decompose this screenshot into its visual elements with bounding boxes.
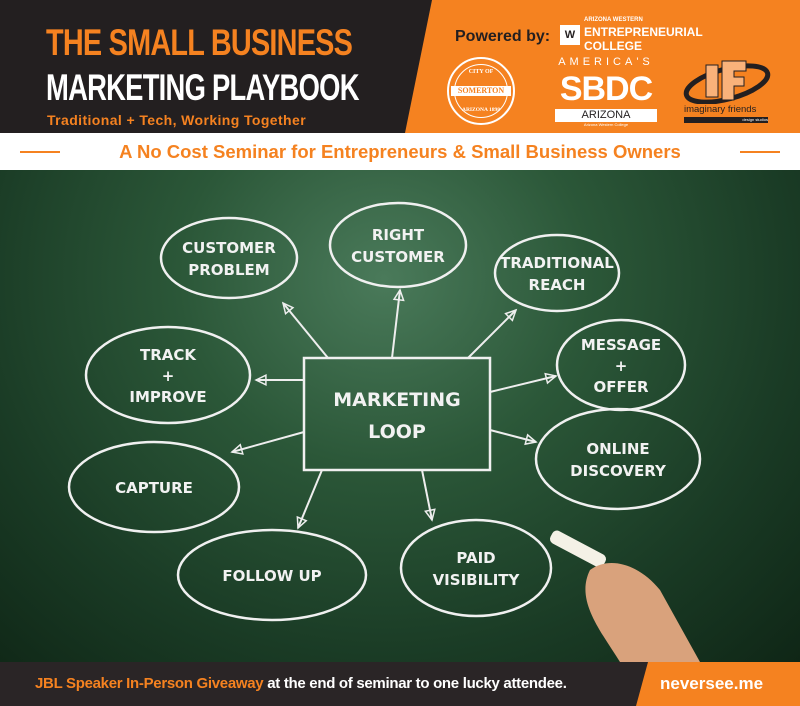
arrowhead-icon [524, 433, 538, 446]
arrow-line [467, 309, 517, 359]
center-label: MARKETING [333, 389, 460, 411]
arrow-line [421, 469, 433, 521]
arrowhead-icon [281, 301, 295, 316]
node-ellipse [534, 407, 702, 511]
awc-mark-icon: W [560, 25, 580, 46]
url-panel [636, 662, 800, 706]
divider [740, 151, 780, 153]
node-ellipse [493, 233, 621, 313]
awc-logo: W ARIZONA WESTERN ENTREPRENEURIAL COLLEG… [560, 17, 703, 53]
node-label: TRADITIONAL [500, 254, 614, 272]
node-label: + [615, 357, 628, 375]
node-label: DISCOVERY [570, 462, 667, 480]
node-ellipse [84, 325, 252, 425]
node-label: CAPTURE [115, 479, 193, 497]
sbdc-state: ARIZONA [555, 109, 657, 123]
node-ellipse [67, 440, 241, 534]
sbdc-main: SBDC [559, 70, 653, 109]
node-label: + [162, 367, 175, 385]
arrowhead-icon [544, 372, 558, 385]
arrowhead-icon [254, 374, 267, 386]
node-label: ONLINE [586, 440, 649, 458]
center-box [302, 356, 492, 472]
awc-small: ARIZONA WESTERN [584, 17, 643, 23]
arrow-line [489, 375, 557, 393]
node-label: TRACK [140, 346, 197, 364]
if-name: imaginary friends [684, 104, 757, 115]
node-label: VISIBILITY [433, 571, 521, 589]
node-label: IMPROVE [129, 388, 206, 406]
somerton-seal-logo: CITY OF SOMERTON ARIZONA 1898 [447, 57, 515, 125]
tagline: Traditional + Tech, Working Together [47, 112, 307, 128]
awc-line1: ENTREPRENEURIAL [584, 24, 703, 39]
node-label: PROBLEM [188, 261, 269, 279]
if-sub: design studios [684, 117, 768, 123]
arrowhead-icon [392, 288, 405, 302]
sbdc-sub: Arizona Western College [583, 122, 629, 128]
header: THE SMALL BUSINESS MARKETING PLAYBOOK Tr… [0, 0, 800, 133]
node-ellipse [399, 518, 553, 618]
arrowhead-icon [504, 308, 518, 322]
node-label: RIGHT [372, 226, 425, 244]
if-mark-icon [683, 60, 771, 105]
powered-by-label: Powered by: [455, 28, 551, 45]
node-label: CUSTOMER [182, 239, 276, 257]
node-label: REACH [529, 276, 586, 294]
arrow-line [489, 429, 537, 443]
arrowhead-icon [230, 443, 244, 455]
seal-top: CITY OF [468, 69, 494, 75]
website-link[interactable]: neversee.me [660, 674, 764, 693]
arrow-line [282, 302, 329, 359]
giveaway-message: JBL Speaker In-Person Giveaway at the en… [35, 675, 567, 692]
node-ellipse [328, 201, 468, 289]
sbdc-top: AMERICA'S [558, 56, 654, 68]
title-line-2: MARKETING PLAYBOOK [46, 67, 359, 108]
hand-icon [585, 562, 700, 662]
arrow-line [391, 289, 401, 359]
awc-line2: COLLEGE [584, 38, 643, 53]
node-label: FOLLOW UP [222, 567, 321, 585]
banner-text: A No Cost Seminar for Entrepreneurs & Sm… [119, 141, 681, 162]
node-label: OFFER [593, 378, 648, 396]
giveaway-rest: at the end of seminar to one lucky atten… [263, 675, 567, 692]
imaginary-friends-logo: imaginary friends design studios [682, 58, 772, 128]
center-label: LOOP [368, 421, 426, 443]
giveaway-highlight: JBL Speaker In-Person Giveaway [35, 675, 264, 692]
sbdc-logo: AMERICA'S SBDC ARIZONA Arizona Western C… [555, 56, 657, 127]
arrow-line [231, 431, 305, 453]
node-label: CUSTOMER [351, 248, 445, 266]
seal-bot: ARIZONA 1898 [461, 107, 501, 113]
seal-mid: SOMERTON [451, 86, 511, 96]
seminar-banner: A No Cost Seminar for Entrepreneurs & Sm… [0, 133, 800, 170]
node-label: PAID [456, 549, 495, 567]
arrowhead-icon [424, 508, 436, 522]
footer: JBL Speaker In-Person Giveaway at the en… [0, 662, 800, 706]
arrowhead-icon [296, 515, 308, 530]
chalkboard-diagram: MARKETING LOOP CUSTOMER PROBLEM RIGHT CUSTOME… [0, 170, 800, 662]
node-ellipse [159, 216, 299, 300]
node-ellipse [176, 528, 368, 622]
divider [20, 151, 60, 153]
chalk-icon [549, 530, 607, 568]
node-label: MESSAGE [581, 336, 661, 354]
title-line-1: THE SMALL BUSINESS [46, 22, 353, 63]
marketing-loop-diagram: MARKETING LOOP CUSTOMER PROBLEM RIGHT CUSTOME… [67, 201, 702, 662]
